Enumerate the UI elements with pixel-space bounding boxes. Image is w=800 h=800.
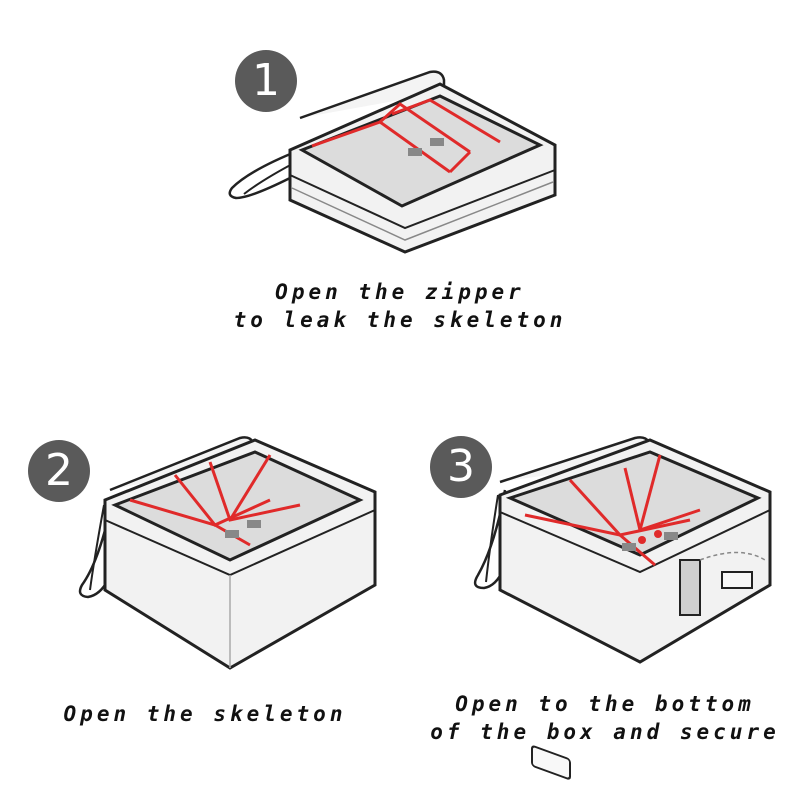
step-2-badge: 2 bbox=[28, 440, 90, 502]
step-2-number: 2 bbox=[45, 445, 73, 496]
step-2-caption-line-1: Open the skeleton bbox=[63, 702, 347, 726]
step-2-caption: Open the skeleton bbox=[30, 700, 380, 728]
step-1-number: 1 bbox=[252, 55, 280, 106]
step-3-secured-box-illustration bbox=[473, 436, 772, 780]
step-3-caption: Open to the bottom of the box and secure bbox=[415, 690, 795, 746]
step-2-opened-box-illustration bbox=[78, 436, 377, 670]
step-1-caption-line-1: Open the zipper bbox=[275, 280, 525, 304]
step-3-badge: 3 bbox=[430, 436, 492, 498]
step-1-caption-line-2: to leak the skeleton bbox=[233, 308, 567, 332]
step-3-number: 3 bbox=[447, 441, 475, 492]
step-1-folded-box-illustration bbox=[228, 70, 557, 254]
step-1-badge: 1 bbox=[235, 50, 297, 112]
step-3-caption-line-2: of the box and secure bbox=[430, 720, 780, 744]
step-1-caption: Open the zipper to leak the skeleton bbox=[200, 278, 600, 334]
step-3-caption-line-1: Open to the bottom bbox=[455, 692, 755, 716]
